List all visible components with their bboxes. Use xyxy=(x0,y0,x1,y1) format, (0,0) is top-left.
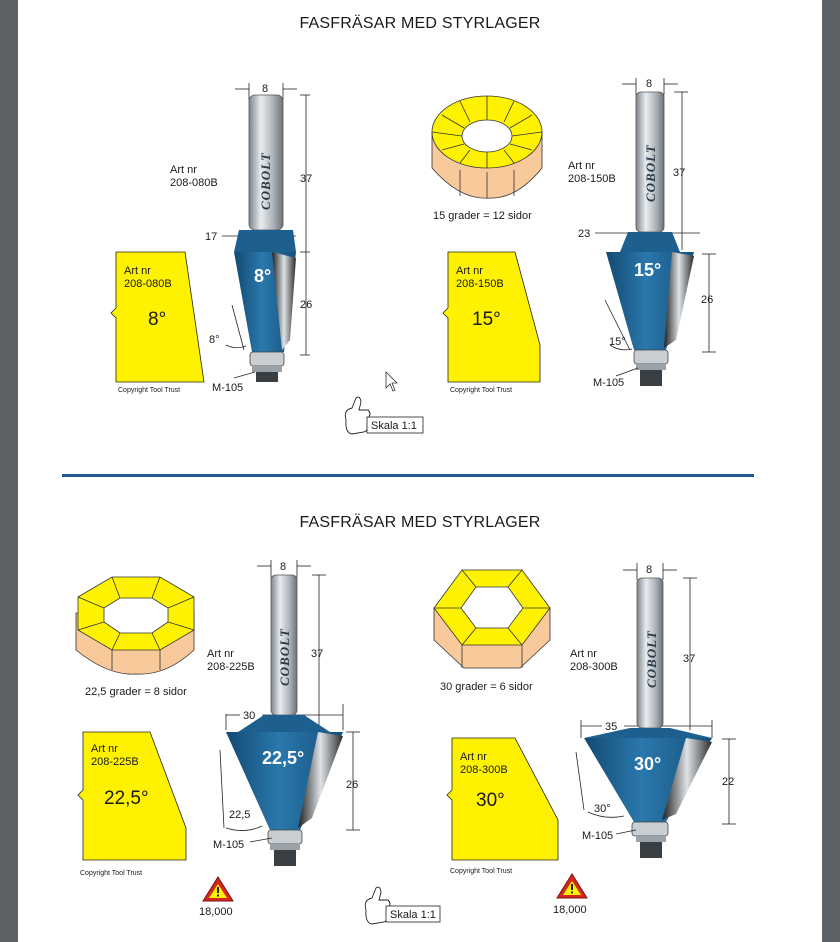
dim-shank: 8 xyxy=(646,78,652,90)
cutter-208-300b: Art nr 208-300B 8 37 22 35 COBOLT 30° 30… xyxy=(446,563,736,875)
dim-diameter: 23 xyxy=(578,228,590,240)
polygon-caption: 30 grader = 6 sidor xyxy=(440,681,533,693)
art-number: 208-225B xyxy=(207,661,255,673)
angle-label: 15° xyxy=(634,260,661,280)
ring-12-sides: 15 grader = 12 sidor xyxy=(431,95,543,222)
cutter-208-150b: Art nr 208-150B 8 37 26 23 COBOLT 15° 15… xyxy=(442,78,716,394)
dim-shank: 8 xyxy=(646,564,652,576)
art-number: 208-080B xyxy=(170,177,218,189)
dim-shank: 8 xyxy=(262,83,268,95)
scale-badge-top: Skala 1:1 xyxy=(344,396,424,435)
template-angle: 8° xyxy=(148,309,166,330)
template-art-label: Art nr xyxy=(460,751,487,763)
dim-shank-length: 37 xyxy=(673,167,685,179)
art-label: Art nr xyxy=(207,648,234,660)
dim-cut-length: 22 xyxy=(722,776,734,788)
art-number: 208-300B xyxy=(570,661,618,673)
dim-angle: 22,5 xyxy=(229,809,250,821)
speed-label: 18,000 xyxy=(553,904,587,916)
angle-label: 22,5° xyxy=(262,748,304,768)
section-title-bottom: FASFRÄSAR MED STYRLAGER xyxy=(299,514,541,531)
art-label: Art nr xyxy=(568,160,595,172)
bearing-label: M-105 xyxy=(593,377,624,389)
speed-label: 18,000 xyxy=(199,906,233,918)
brand-logo: COBOLT xyxy=(277,628,292,686)
template-art-label: Art nr xyxy=(124,265,151,277)
dim-angle: 8° xyxy=(209,334,220,346)
copyright: Copyright Tool Trust xyxy=(80,870,142,877)
warning-speed-right: 18,000 xyxy=(553,873,588,916)
dim-cut-length: 26 xyxy=(701,294,713,306)
template-angle: 30° xyxy=(476,790,505,811)
cutter-208-225b: Art nr 208-225B 8 37 26 30 COBOLT 22,5° … xyxy=(77,560,360,877)
brand-logo: COBOLT xyxy=(644,630,659,688)
template-art-number: 208-150B xyxy=(456,278,504,290)
mouse-cursor xyxy=(385,371,398,392)
section-divider xyxy=(62,474,754,477)
dim-angle: 30° xyxy=(594,803,611,815)
template-art-number: 208-080B xyxy=(124,278,172,290)
dim-shank-length: 37 xyxy=(300,173,312,185)
dim-shank: 8 xyxy=(280,561,286,573)
scale-label: Skala 1:1 xyxy=(371,420,417,432)
cutter-208-080b: Art nr 208-080B 8 37 26 17 COBOLT 8° 8° xyxy=(110,83,312,394)
polygon-caption: 22,5 grader = 8 sidor xyxy=(85,686,187,698)
brand-logo: COBOLT xyxy=(643,144,658,202)
thumbs-up-icon xyxy=(344,396,371,435)
copyright: Copyright Tool Trust xyxy=(118,387,180,394)
ring-6-sides: 30 grader = 6 sidor xyxy=(433,569,551,693)
dim-diameter: 35 xyxy=(605,721,617,733)
dim-angle: 15° xyxy=(609,336,626,348)
brand-logo: COBOLT xyxy=(258,152,273,210)
copyright: Copyright Tool Trust xyxy=(450,387,512,394)
dim-shank-length: 37 xyxy=(683,653,695,665)
template-angle: 15° xyxy=(472,309,501,330)
ring-8-sides: 22,5 grader = 8 sidor xyxy=(75,576,195,698)
dim-diameter: 17 xyxy=(205,231,217,243)
art-label: Art nr xyxy=(170,164,197,176)
art-label: Art nr xyxy=(570,648,597,660)
template-angle: 22,5° xyxy=(104,788,149,809)
angle-label: 8° xyxy=(254,266,271,286)
angle-label: 30° xyxy=(634,754,661,774)
scale-badge-bottom: Skala 1:1 xyxy=(364,886,441,925)
dim-cut-length: 26 xyxy=(346,779,358,791)
warning-speed-left: 18,000 xyxy=(199,876,234,918)
template-art-number: 208-225B xyxy=(91,756,139,768)
section-title-top: FASFRÄSAR MED STYRLAGER xyxy=(299,15,541,32)
template-art-number: 208-300B xyxy=(460,764,508,776)
scale-label: Skala 1:1 xyxy=(390,909,436,921)
bearing-label: M-105 xyxy=(582,830,613,842)
dim-cut-length: 26 xyxy=(300,299,312,311)
dim-diameter: 30 xyxy=(243,710,255,722)
art-number: 208-150B xyxy=(568,173,616,185)
copyright: Copyright Tool Trust xyxy=(450,868,512,875)
template-art-label: Art nr xyxy=(456,265,483,277)
template-art-label: Art nr xyxy=(91,743,118,755)
bearing-label: M-105 xyxy=(213,839,244,851)
bearing-label: M-105 xyxy=(212,382,243,394)
polygon-caption: 15 grader = 12 sidor xyxy=(433,210,532,222)
dim-shank-length: 37 xyxy=(311,648,323,660)
